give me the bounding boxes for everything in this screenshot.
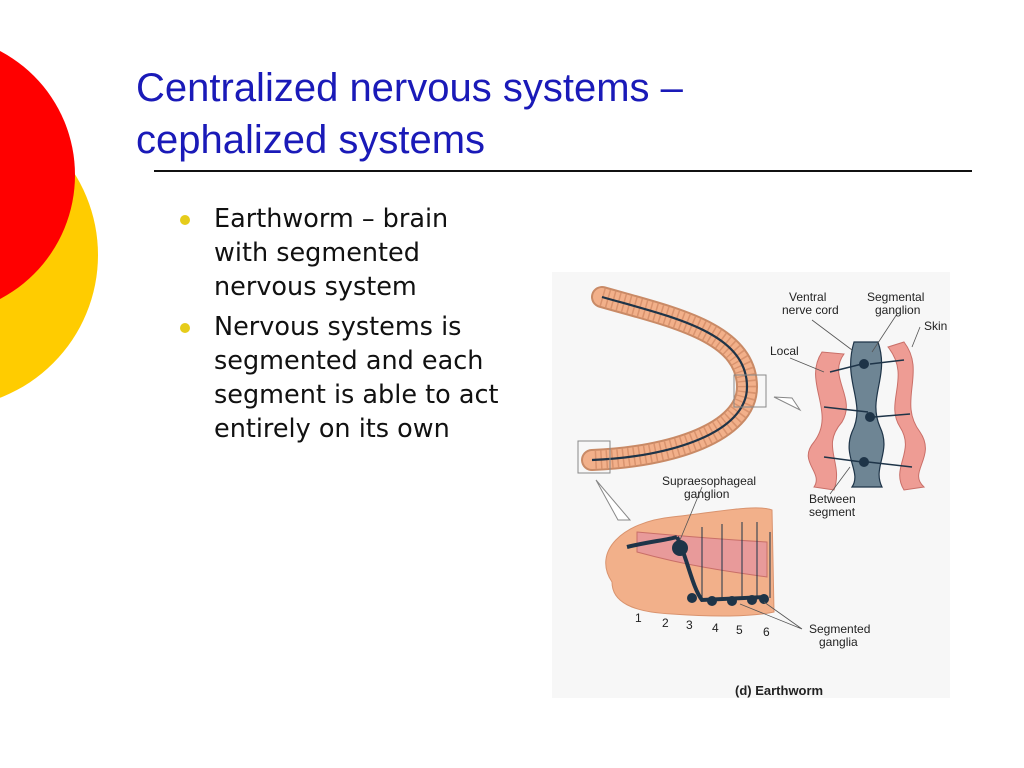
bullet-text: Nervous systems is [214, 312, 462, 342]
title-line-1: Centralized nervous systems – [136, 66, 683, 110]
head-leader-lines [679, 486, 803, 630]
bullet-text: segmented and each [214, 346, 484, 376]
segment-number: 1 [635, 611, 642, 625]
bullet-text: entirely on its own [214, 414, 450, 444]
zoom-arrow-down [595, 479, 632, 521]
zoom-box-segment [733, 374, 767, 408]
label-skin: Skin [924, 319, 947, 333]
figure-caption: (d) Earthworm [735, 683, 823, 698]
label-segmented: Segmented [809, 622, 870, 636]
segment-ganglion-dot [687, 593, 697, 603]
supraesophageal-ganglion-dot [672, 540, 688, 556]
segmental-nerve-lines [701, 522, 771, 600]
zoom-arrow-right [773, 396, 802, 412]
ganglion-dot [865, 412, 875, 422]
bullet-item: Nervous systems is segmented and each se… [178, 310, 538, 446]
label-supra-ganglion: ganglion [684, 487, 729, 501]
title-line-2: cephalized systems [136, 118, 486, 162]
zoom-box-head [577, 440, 611, 474]
bullet-dot-icon [180, 323, 190, 333]
bullet-text: nervous system [214, 272, 417, 302]
label-segment: segment [809, 505, 856, 519]
ganglion-dot [859, 359, 869, 369]
worm-nerve-cord [591, 295, 749, 462]
segment-ganglion-dot [707, 596, 717, 606]
label-leader-lines [789, 313, 921, 495]
bullet-text: Earthworm – brain [214, 204, 449, 234]
segment-number: 2 [662, 616, 669, 630]
segment-ganglion-dot [759, 594, 769, 604]
left-body-wall [807, 351, 847, 491]
bullet-text: segment is able to act [214, 380, 499, 410]
title-divider [154, 170, 972, 172]
label-ganglion: ganglion [875, 303, 920, 317]
segment-number: 6 [763, 625, 770, 639]
segment-number: 4 [712, 621, 719, 635]
label-ventral: Ventral [789, 290, 826, 304]
right-body-wall [887, 341, 926, 491]
segment-number: 5 [736, 623, 743, 637]
segment-ganglion-dot [747, 595, 757, 605]
bullet-text: with segmented [214, 238, 420, 268]
label-nerve-cord: nerve cord [782, 303, 839, 317]
earthworm-diagram: Ventral nerve cord Segmental ganglion Sk… [552, 272, 950, 698]
bullet-item: Earthworm – brain with segmented nervous… [178, 202, 538, 304]
label-segmental: Segmental [867, 290, 924, 304]
label-local: Local [770, 344, 799, 358]
bullet-dot-icon [180, 215, 190, 225]
label-ganglia: ganglia [819, 635, 858, 649]
diagram-background [552, 272, 950, 698]
peripheral-nerves [823, 359, 913, 468]
label-supraesophageal: Supraesophageal [662, 474, 756, 488]
label-between: Between [809, 492, 856, 506]
slide-title: Centralized nervous systems – cephalized… [136, 62, 936, 166]
bullet-list: Earthworm – brain with segmented nervous… [178, 202, 538, 452]
segment-ganglion-dot [727, 596, 737, 606]
red-circle [0, 51, 75, 299]
decorative-circles [0, 51, 98, 398]
segment-number: 3 [686, 618, 693, 632]
ganglion-dot [859, 457, 869, 467]
